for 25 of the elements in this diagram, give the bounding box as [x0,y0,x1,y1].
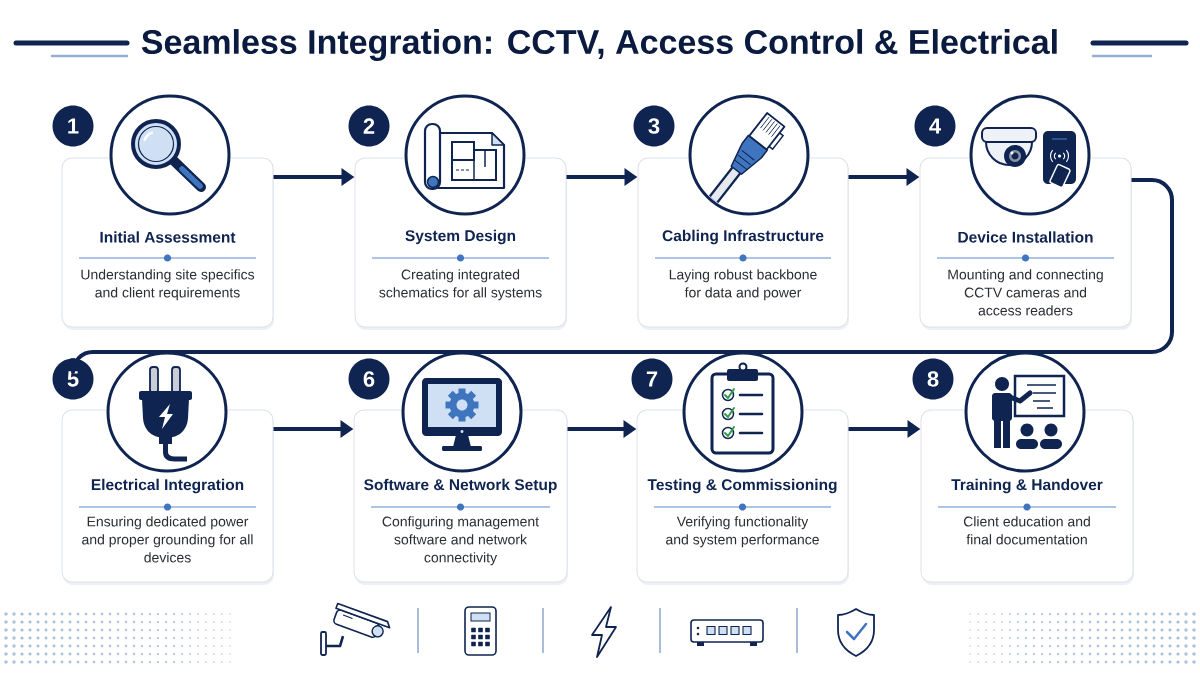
step-description: Ensuring dedicated power and proper grounding for all devices [82,516,253,563]
number-badge: 6 [348,358,390,400]
title: Seamless Integration: CCTV, Access Control & Electrical [141,29,1057,61]
step-title: Initial Assessment [100,231,236,243]
number-badge: 2 [348,105,390,147]
step-title: Testing & Commissioning [647,478,837,494]
number-badge: 4 [914,105,956,147]
step-title: System Design [405,229,516,245]
step-description: Verifying functionality and system performance [666,516,819,548]
step-description: Client education and final documentation [963,516,1090,545]
step-description: Configuring management software and network connectivity [382,516,539,566]
number-badge: 3 [633,105,675,147]
step-title: Device Installation [958,231,1093,243]
step-title: Software & Network Setup [364,478,557,494]
number-badge: 7 [631,358,673,400]
number-badge: 1 [52,105,94,147]
step-description: Creating integrated schematics for all systems [379,269,542,301]
step-title: Training & Handover [951,478,1103,494]
number-badge: 8 [912,358,954,400]
step-title: Cabling Infrastructure [662,229,824,245]
step-description: Understanding site specifics and client requirements [81,269,255,301]
connector-line [71,178,1174,374]
step-title: Electrical Integration [91,478,244,494]
step-description: Laying robust backbone for data and power [669,269,817,301]
step-description: Mounting and connecting CCTV cameras and access readers [948,269,1103,316]
